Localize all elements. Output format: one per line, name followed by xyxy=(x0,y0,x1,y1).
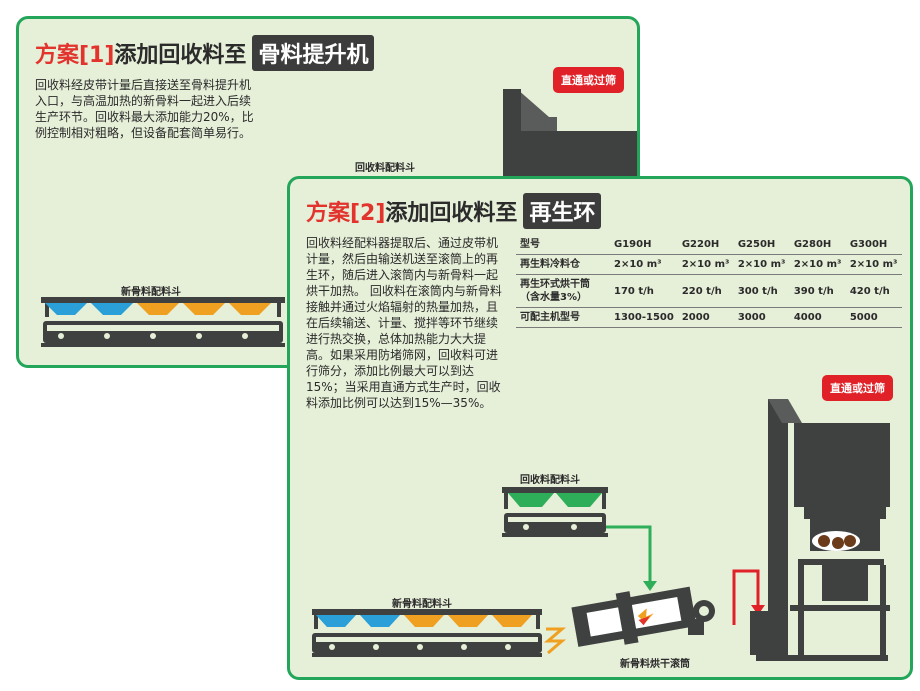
table-cell: G250H xyxy=(733,235,790,255)
plan2-recycle-conveying-arrow xyxy=(606,525,657,591)
plan1-description: 回收料经皮带计量后直接送至骨料提升机入口，与高温加热的新骨料一起进入后续生产环节… xyxy=(35,78,254,140)
table-cell: G220H xyxy=(677,235,734,255)
table-row: 可配主机型号 1300-1500 2000 3000 4000 5000 xyxy=(516,307,902,328)
plan1-badge-direct-or-screen: 直通或过筛 xyxy=(553,67,624,93)
plan1-label-new-hopper: 新骨料配料斗 xyxy=(121,287,181,298)
table-cell: 4000 xyxy=(789,307,846,328)
plan2-badge-direct-or-screen: 直通或过筛 xyxy=(822,375,893,401)
plan2-description: 回收料经配料器提取后、通过皮带机计量，然后由输送机送至滚筒上的再生环，随后进入滚… xyxy=(306,236,502,410)
table-cell: 2×10 m³ xyxy=(610,254,678,275)
plan2-title-plan: 方案[2] xyxy=(306,201,386,226)
table-cell: 3000 xyxy=(733,307,790,328)
table-cell: 220 t/h xyxy=(677,274,734,308)
plan2-label-recycle-hopper: 回收料配料斗 xyxy=(520,475,580,486)
plan1-title: 方案[1] 添加回收料至 骨料提升机 xyxy=(35,35,375,71)
table-cell: 2000 xyxy=(677,307,734,328)
table-cell: 再生料冷料仓 xyxy=(516,254,610,275)
table-cell: 2×10 m³ xyxy=(677,254,734,275)
plan1-title-plan: 方案[1] xyxy=(35,43,115,68)
plan2-label-new-hopper: 新骨料配料斗 xyxy=(392,599,452,610)
plan2-title-mid: 添加回收料至 xyxy=(385,201,518,226)
table-cell: 型号 xyxy=(516,235,610,255)
plan1-title-box: 骨料提升机 xyxy=(252,35,375,71)
plan2-label-dryer-drum: 新骨料烘干滚筒 xyxy=(620,659,690,670)
table-cell: 5000 xyxy=(845,307,902,328)
plan2-spec-table: 型号 G190H G220H G250H G280H G300H 再生料冷料仓 … xyxy=(516,235,902,328)
table-cell: G300H xyxy=(845,235,902,255)
table-cell: 420 t/h xyxy=(845,274,902,308)
plan2-card: 方案[2] 添加回收料至 再生环 回收料经配料器提取后、通过皮带机计量，然后由输… xyxy=(287,176,913,680)
plan2-dryer-drum xyxy=(571,586,715,647)
table-cell: 300 t/h xyxy=(733,274,790,308)
plan1-title-mid: 添加回收料至 xyxy=(114,43,247,68)
plan2-title-box: 再生环 xyxy=(523,193,602,229)
plan1-new-aggregate-hoppers xyxy=(41,297,285,347)
table-cell: G190H xyxy=(610,235,678,255)
table-cell: 再生环式烘干筒（含水量3%） xyxy=(516,274,610,308)
table-cell: 1300-1500 xyxy=(610,307,678,328)
table-row: 再生环式烘干筒（含水量3%） 170 t/h 220 t/h 300 t/h 3… xyxy=(516,274,902,308)
table-header-row: 型号 G190H G220H G250H G280H G300H xyxy=(516,235,902,255)
plan2-new-aggregate-hoppers xyxy=(312,609,542,657)
table-cell: 2×10 m³ xyxy=(733,254,790,275)
plan2-feed-zigzag-arrow xyxy=(543,627,567,655)
table-row: 再生料冷料仓 2×10 m³ 2×10 m³ 2×10 m³ 2×10 m³ 2… xyxy=(516,254,902,275)
table-cell: 可配主机型号 xyxy=(516,307,610,328)
plan2-screen-return-arrow xyxy=(732,569,765,625)
table-cell: 390 t/h xyxy=(789,274,846,308)
plan2-title: 方案[2] 添加回收料至 再生环 xyxy=(306,193,602,229)
plan1-label-recycle-hopper: 回收料配料斗 xyxy=(355,163,415,174)
table-cell: 2×10 m³ xyxy=(845,254,902,275)
table-cell: G280H xyxy=(789,235,846,255)
plan2-mixing-tower xyxy=(750,399,890,661)
table-cell: 170 t/h xyxy=(610,274,678,308)
plan2-recycle-hoppers xyxy=(502,487,608,537)
table-cell: 2×10 m³ xyxy=(789,254,846,275)
